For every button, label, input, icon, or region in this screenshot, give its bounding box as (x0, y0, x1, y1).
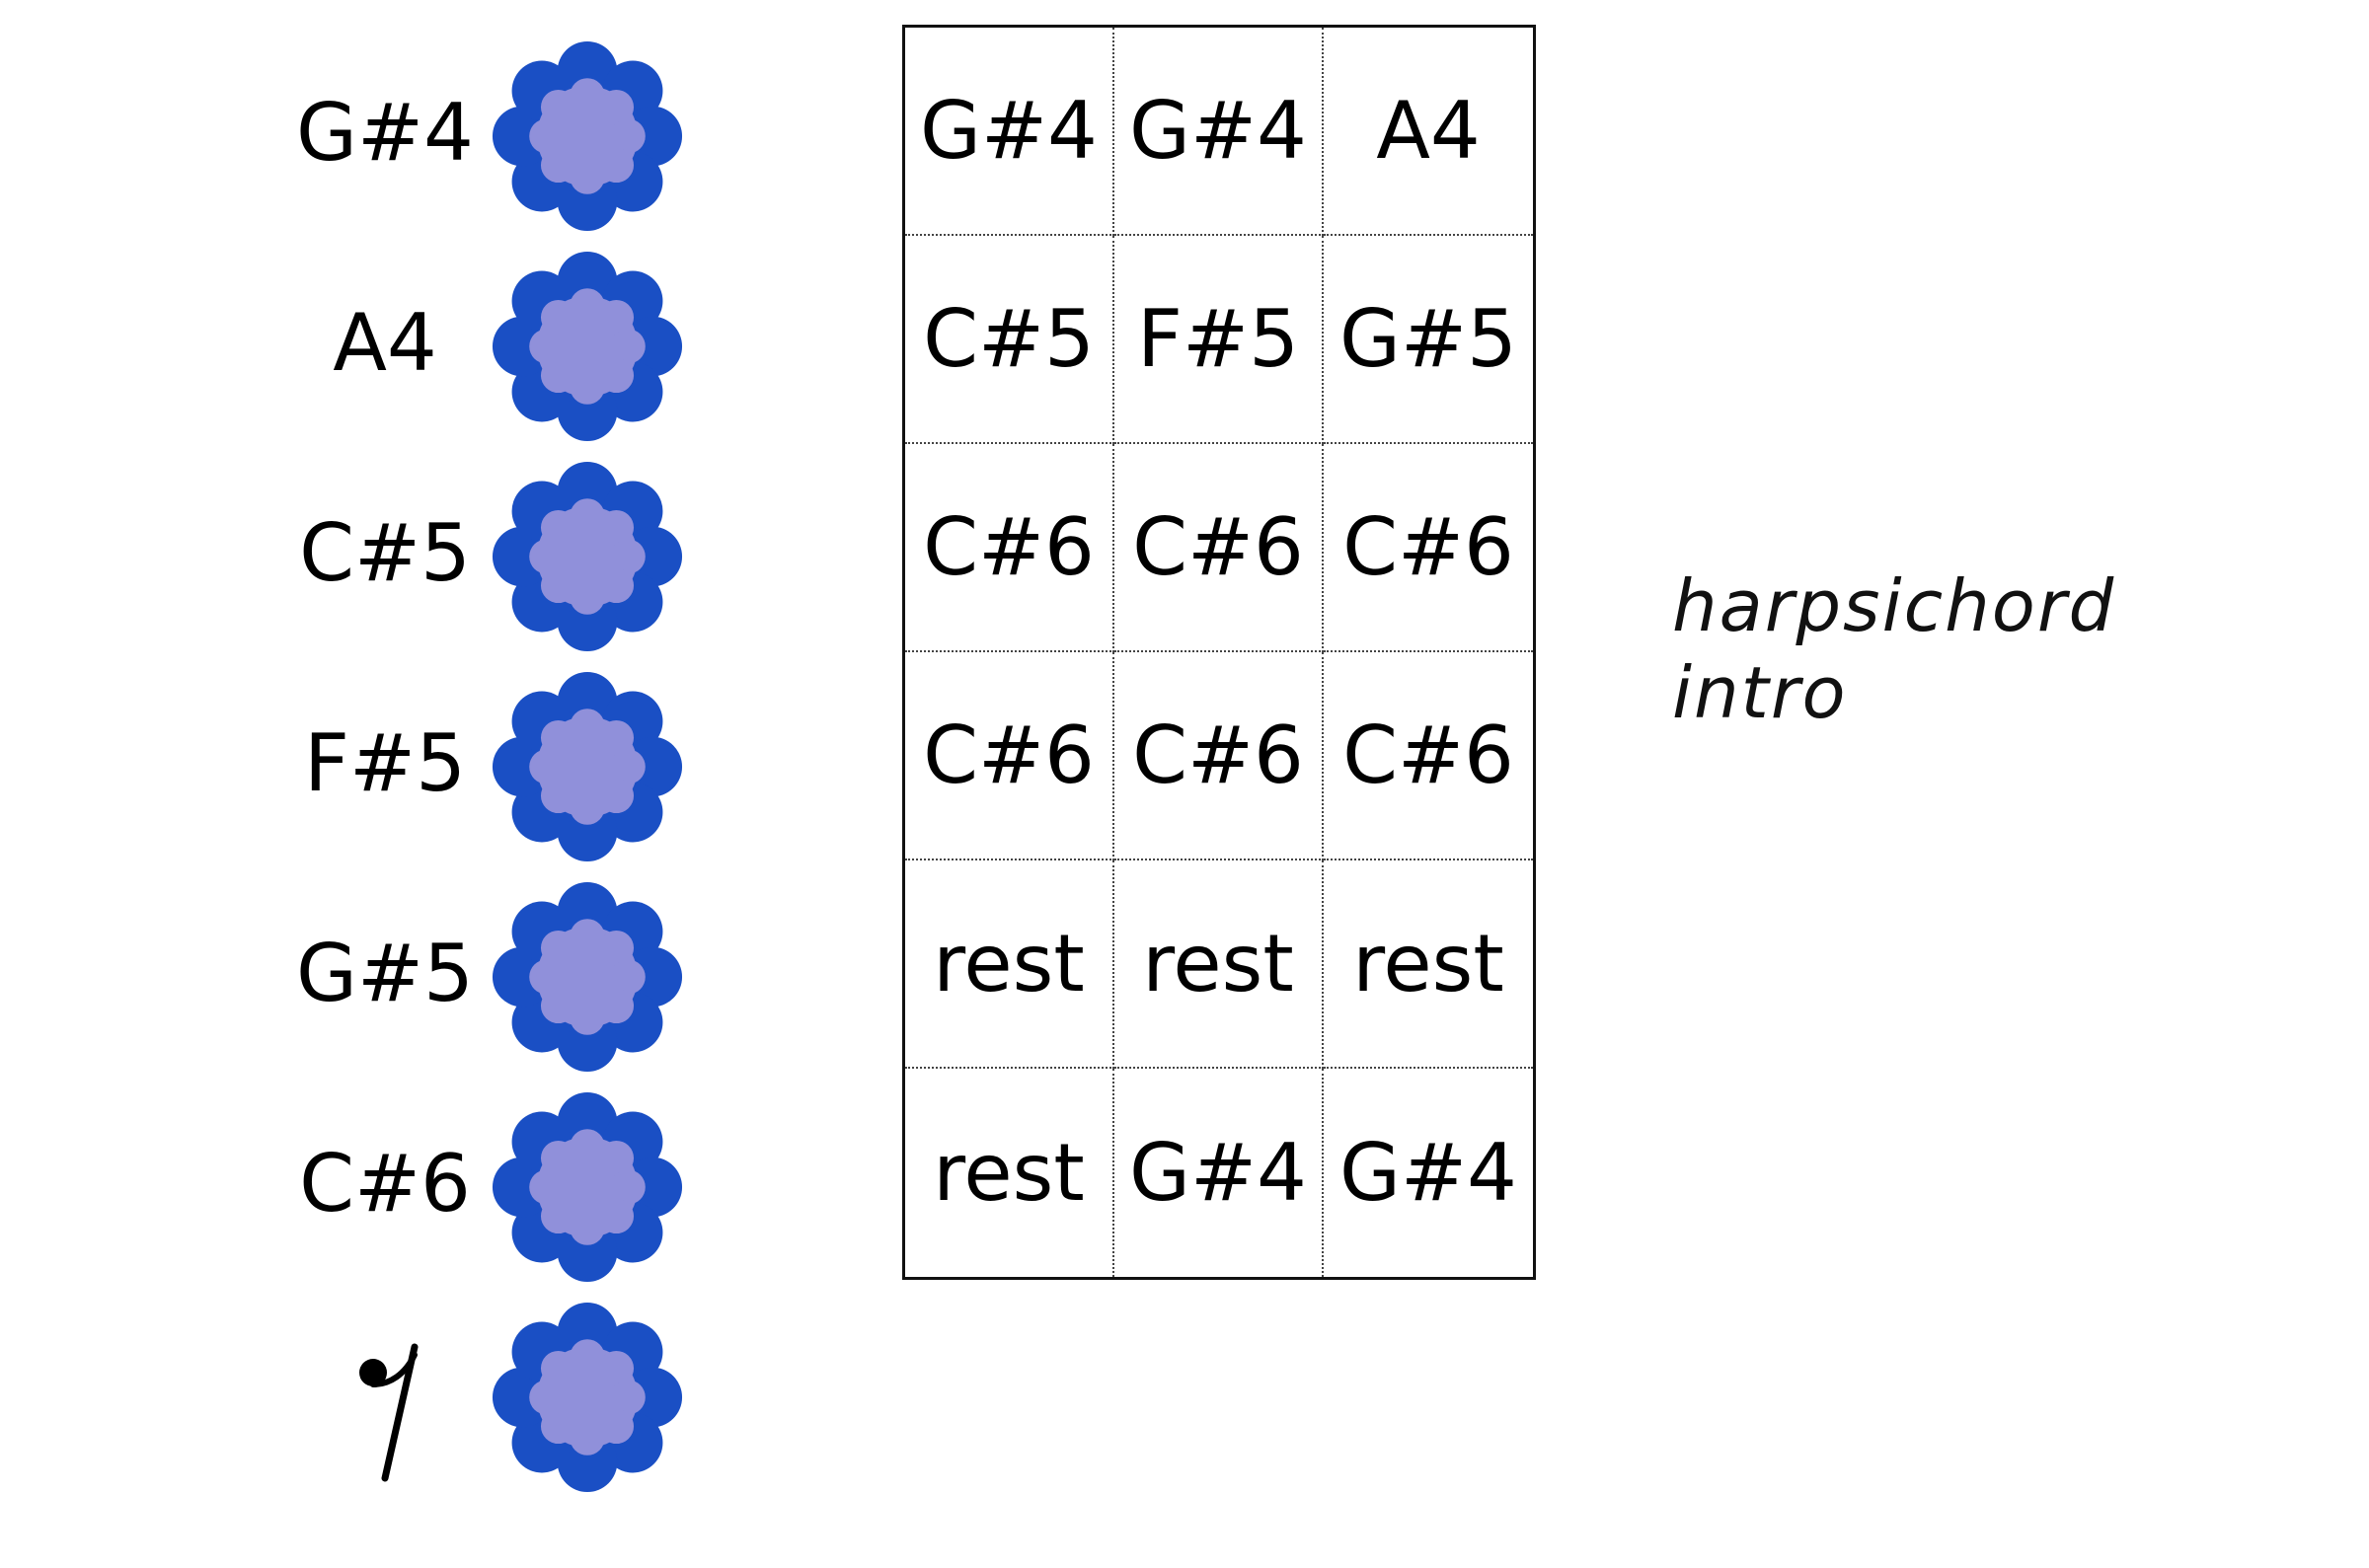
flower-icon (492, 251, 683, 442)
note-grid: G#4 G#4 A4 C#5 F#5 G#5 C#6 C#6 C#6 C#6 C… (902, 25, 1536, 1280)
grid-cell: C#6 (1114, 652, 1324, 860)
grid-cell: F#5 (1114, 236, 1324, 444)
key-label: G#5 (296, 928, 474, 1019)
grid-cell: C#6 (905, 652, 1114, 860)
key-label: A4 (333, 297, 437, 389)
key-label: F#5 (304, 717, 466, 809)
flower-icon (492, 1302, 683, 1493)
grid-cell: A4 (1324, 28, 1533, 236)
key-row-gs5: G#5 (0, 875, 750, 1073)
key-label: C#6 (299, 1138, 471, 1230)
grid-cell: C#6 (1114, 444, 1324, 652)
grid-cell: G#4 (1339, 1127, 1517, 1219)
grid-cell: rest (1114, 860, 1324, 1069)
key-row-rest (0, 1296, 750, 1493)
grid-cell: G#4 (1114, 28, 1324, 236)
grid-cell: rest (1324, 860, 1533, 1069)
key-row-a4: A4 (0, 245, 750, 442)
flower-icon (492, 40, 683, 232)
eighth-rest-icon (359, 1343, 419, 1482)
grid-cell: C#5 (905, 236, 1114, 444)
grid-cell: C#6 (1324, 652, 1533, 860)
annotation-line-2: intro (1672, 651, 1848, 734)
flower-icon (492, 671, 683, 862)
grid-cell: G#4 (905, 28, 1114, 236)
flower-icon (492, 881, 683, 1073)
grid-cell: G#4 (1114, 1069, 1324, 1277)
annotation: harpsichord intro (1672, 562, 2185, 736)
flower-icon (492, 1091, 683, 1283)
grid-cell: G#5 (1324, 236, 1533, 444)
key-row-g4: G#4 (0, 35, 750, 232)
grid-cell: rest (905, 860, 1114, 1069)
key-label: G#4 (296, 87, 474, 179)
key-row-cs5: C#5 (0, 455, 750, 652)
grid-cell: rest (905, 1069, 1114, 1277)
grid-cell: C#6 (1324, 444, 1533, 652)
key-row-cs6: C#6 (0, 1085, 750, 1283)
annotation-line-1: harpsichord (1672, 564, 2116, 647)
key-label: C#5 (299, 507, 471, 599)
key-row-fs5: F#5 (0, 665, 750, 862)
grid-cell: C#6 (905, 444, 1114, 652)
flower-icon (492, 461, 683, 652)
